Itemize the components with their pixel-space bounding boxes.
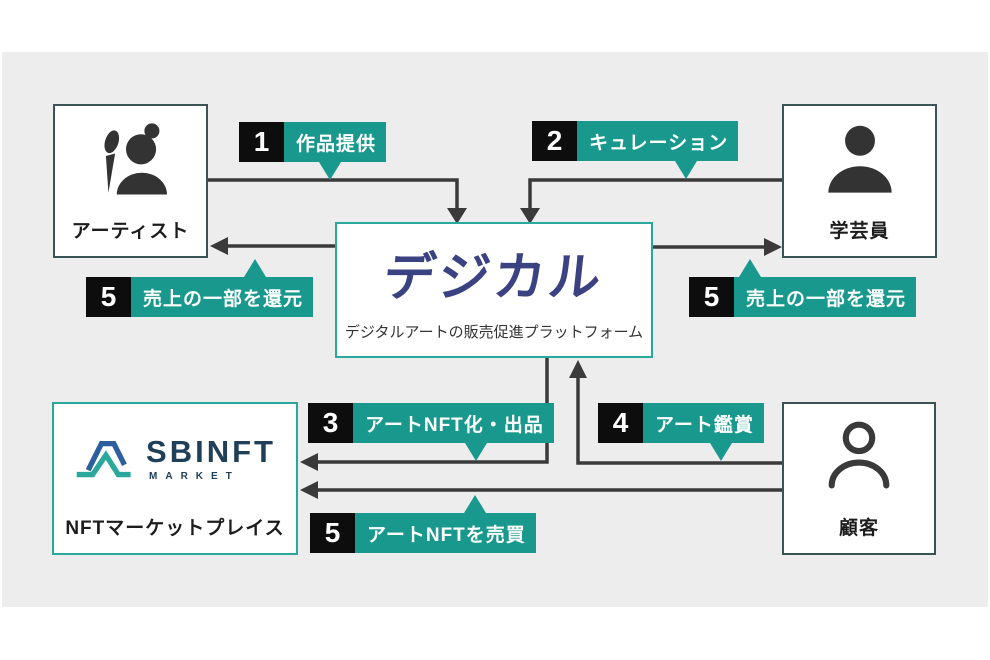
step-badge-1: 1 作品提供 (239, 122, 387, 180)
step-label: キュレーション (577, 121, 739, 161)
step-number: 4 (598, 403, 643, 443)
badge-pointer (710, 443, 732, 461)
platform-subtitle: デジタルアートの販売促進プラットフォーム (344, 324, 644, 341)
badge-pointer (465, 443, 487, 461)
sbinft-brand-name: SBINFT (146, 433, 276, 469)
step-number: 5 (310, 513, 355, 553)
sbinft-brand-sub: MARKET (149, 470, 240, 482)
step-label: 売上の一部を還元 (734, 277, 917, 317)
person-outline-icon (784, 404, 934, 513)
step-label: 作品提供 (284, 122, 387, 162)
badge-pointer (319, 162, 341, 180)
customer-label: 顧客 (838, 518, 879, 539)
step-number: 1 (239, 122, 284, 162)
curator-node: 学芸員 (782, 104, 937, 258)
artist-paintbrush-icon (55, 106, 206, 216)
step-number: 5 (689, 277, 734, 317)
customer-node: 顧客 (782, 402, 936, 555)
step-number: 3 (308, 403, 353, 443)
step-label: アート鑑賞 (643, 403, 764, 443)
step-badge-5-curator: 5 売上の一部を還元 (689, 259, 917, 317)
badge-pointer (675, 161, 697, 179)
step-label: 売上の一部を還元 (131, 277, 314, 317)
curator-label: 学芸員 (829, 221, 890, 242)
step-badge-4: 4 アート鑑賞 (598, 403, 764, 461)
step-number: 2 (532, 121, 577, 161)
platform-node: デジカル デジタルアートの販売促進プラットフォーム (335, 222, 653, 358)
step-badge-2: 2 キュレーション (532, 121, 739, 179)
marketplace-node: SBINFT MARKET NFTマーケットプレイス (52, 402, 298, 555)
step-label: アートNFT化・出品 (353, 403, 554, 443)
badge-pointer (739, 259, 761, 277)
step-label: アートNFTを売買 (355, 513, 536, 553)
person-filled-icon (784, 106, 935, 216)
artist-label: アーティスト (71, 221, 190, 242)
marketplace-label: NFTマーケットプレイス (65, 518, 285, 539)
platform-logo: デジカル (380, 249, 607, 307)
step-badge-3: 3 アートNFT化・出品 (308, 403, 554, 461)
badge-pointer (244, 259, 266, 277)
step-number: 5 (86, 277, 131, 317)
sbinft-mark-icon (74, 433, 136, 484)
step-badge-5-artist: 5 売上の一部を還元 (86, 259, 314, 317)
badge-pointer (464, 495, 486, 513)
step-badge-5-marketplace: 5 アートNFTを売買 (310, 495, 536, 553)
artist-node: アーティスト (53, 104, 208, 258)
